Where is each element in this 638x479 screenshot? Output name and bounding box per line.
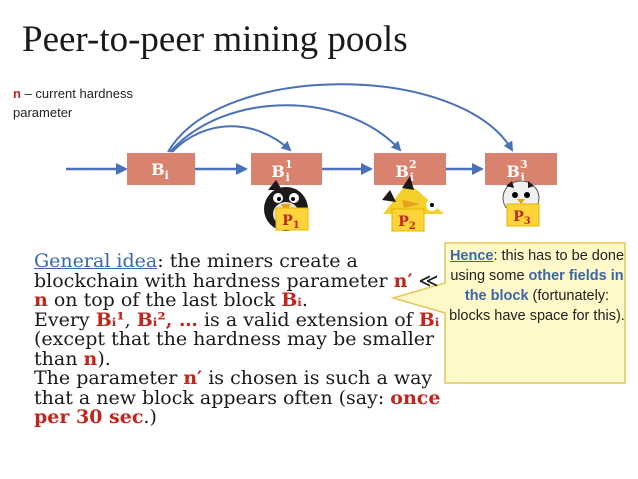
body-bi2: Bᵢ xyxy=(418,308,440,331)
body-ll: ≪ xyxy=(412,269,439,292)
block-3-sup: 3 xyxy=(520,158,528,171)
body-b1: Bᵢ¹ xyxy=(95,308,125,331)
pool-2-sub: 3 xyxy=(524,216,531,227)
block-2-base: B xyxy=(395,162,409,181)
block-1-sub: i xyxy=(286,171,290,184)
body-once: once per 30 sec xyxy=(34,386,441,428)
pool-p1: P1 xyxy=(282,213,300,231)
body-n2: n xyxy=(83,347,98,370)
body-paragraph-3: The parameter n′ is chosen is such a way… xyxy=(34,367,444,428)
body-paragraph-2: Every Bᵢ¹, Bᵢ², … is a valid extension o… xyxy=(34,308,444,370)
slide-title: Peer-to-peer mining pools xyxy=(22,19,408,60)
body-bi: Bᵢ xyxy=(281,289,302,311)
svg-text:B1i: B1i xyxy=(271,158,292,184)
callout-hence: Hence xyxy=(449,248,494,264)
note-variable: n xyxy=(13,86,21,101)
hardness-note: n – current hardness parameter xyxy=(13,84,183,122)
callout-text-1: : this has to be done using some xyxy=(450,248,625,284)
curved-arrow-1 xyxy=(171,125,292,153)
body-b2: Bᵢ² xyxy=(136,308,166,331)
pool-0-base: P xyxy=(282,213,293,229)
general-idea-label: General idea xyxy=(34,250,158,272)
pool-p2: P2 xyxy=(398,214,416,232)
body-on-top: on top of the last block xyxy=(47,289,282,311)
body-n: n xyxy=(34,289,48,311)
yellow-bird-icon xyxy=(382,176,444,214)
callout-text: Hence: this has to be done using some ot… xyxy=(448,246,626,326)
callout-text-2: (fortunately: blocks have space for this… xyxy=(449,288,625,324)
block-2-sub: i xyxy=(410,171,414,184)
callout-other-fields: other fields in the block xyxy=(464,268,624,304)
curved-arrow-3 xyxy=(167,83,514,153)
pool-0-sub: 1 xyxy=(293,220,300,231)
body-n-prime: n′ xyxy=(393,269,413,292)
pool-1-sub: 2 xyxy=(409,221,416,232)
svg-text:Bi: Bi xyxy=(151,160,169,182)
block-1-sup: 1 xyxy=(285,158,293,171)
block-0-base: B xyxy=(151,160,165,179)
block-3-base: B xyxy=(506,162,520,181)
block-2-sup: 2 xyxy=(409,158,417,171)
note-text: – current hardness parameter xyxy=(13,86,133,120)
block-0-sub: i xyxy=(165,169,169,182)
block-bi: Bi xyxy=(127,153,195,185)
svg-text:B2i: B2i xyxy=(395,158,416,184)
pool-1-base: P xyxy=(398,214,409,230)
svg-text:B3i: B3i xyxy=(506,158,527,184)
body-period: . xyxy=(301,289,308,311)
block-1-base: B xyxy=(271,162,285,181)
body-close: ). xyxy=(97,347,111,370)
body-valid-ext: is a valid extension of xyxy=(197,308,419,331)
callout-bubble xyxy=(390,242,626,384)
body-every: Every xyxy=(34,308,96,331)
body-except: (except that the hardness may be smaller… xyxy=(34,328,435,370)
body-dots: , … xyxy=(165,308,198,331)
body-text: General idea: the miners create a blockc… xyxy=(34,250,444,428)
body-end: .) xyxy=(143,406,157,428)
body-param-rest: is chosen is such a way that a new block… xyxy=(34,367,433,409)
body-param-pre: The parameter xyxy=(34,367,184,389)
body-n-prime2: n′ xyxy=(183,367,203,389)
block-3-sub: i xyxy=(521,171,525,184)
body-comma1: , xyxy=(124,308,137,331)
curved-arrow-2 xyxy=(169,104,402,153)
body-paragraph-1: General idea: the miners create a blockc… xyxy=(34,250,444,311)
pool-2-base: P xyxy=(513,209,524,225)
pool-p3: P3 xyxy=(513,209,531,227)
body-line1-rest: : the miners create a blockchain with ha… xyxy=(34,250,394,292)
